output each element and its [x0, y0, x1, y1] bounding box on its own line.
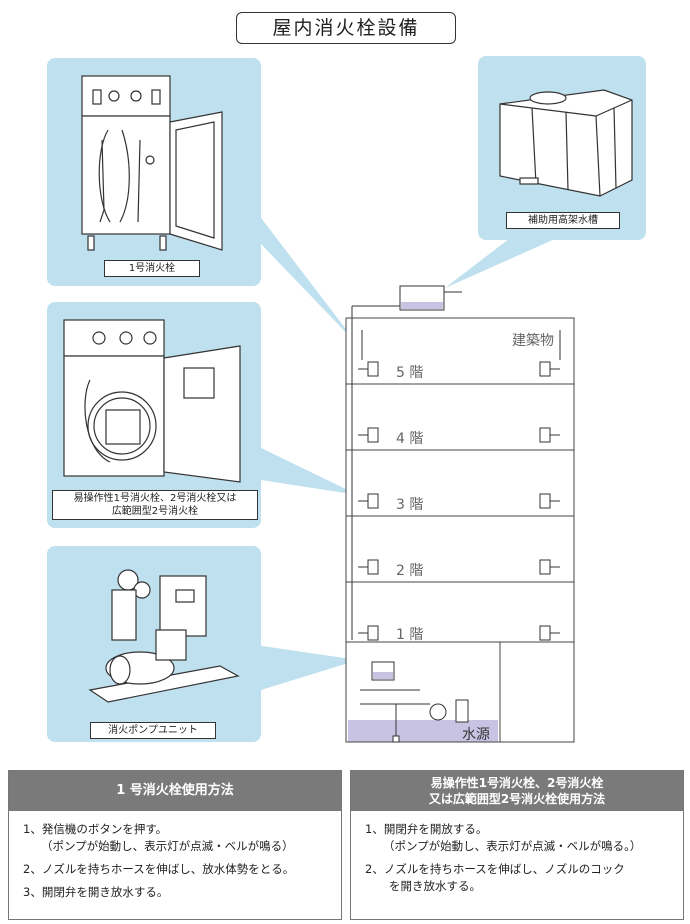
step-2-2: 2、ノズルを持ちホースを伸ばし、ノズルのコック: [365, 862, 625, 876]
step-1-1: 1、発信機のボタンを押す。: [23, 822, 168, 836]
step-1-1-note: （ポンプが始動し、表示灯が点滅・ベルが鳴る）: [41, 839, 294, 853]
page-title: 屋内消火栓設備: [236, 12, 456, 44]
tank: [499, 89, 633, 197]
callout-hydrant-easy: [255, 445, 358, 495]
callout-hydrant1: [255, 210, 358, 345]
section-easy-header-line2: 又は広範囲型2号消火栓使用方法: [428, 792, 606, 806]
section-easy-header-line1: 易操作性1号消火栓、2号消火栓: [430, 776, 604, 790]
section-easy-instructions: 易操作性1号消火栓、2号消火栓 又は広範囲型2号消火栓使用方法 1、開閉弁を開放…: [350, 770, 684, 920]
hydrant-easy-cabinet: [63, 319, 241, 483]
section-easy-header: 易操作性1号消火栓、2号消火栓 又は広範囲型2号消火栓使用方法: [351, 771, 683, 811]
floor-1-label: 1 階: [396, 627, 424, 643]
pump-room: [360, 661, 469, 743]
step-1-3: 3、開閉弁を開き放水する。: [23, 885, 169, 899]
pump-panel: [47, 546, 261, 742]
section-hydrant1-header: 1 号消火栓使用方法: [9, 771, 341, 811]
step-1-2: 2、ノズルを持ちホースを伸ばし、放水体勢をとる。: [23, 862, 295, 876]
callout-pump: [255, 645, 358, 690]
caption-hydrant-easy: 易操作性1号消火栓、2号消火栓又は 広範囲型2号消火栓: [52, 490, 258, 520]
water-source-fill: [348, 720, 498, 742]
section-hydrant1-body: 1、発信機のボタンを押す。 （ポンプが始動し、表示灯が点滅・ベルが鳴る） 2、ノ…: [9, 811, 341, 901]
pump-unit: [88, 569, 240, 703]
building-label: 建築物: [512, 333, 554, 349]
caption-pump: 消火ポンプユニット: [90, 722, 216, 739]
floor-2-label: 2 階: [396, 563, 424, 579]
hydrant-1-cabinet: [81, 75, 223, 251]
caption-hydrant-easy-line2: 広範囲型2号消火栓: [111, 506, 199, 517]
section-hydrant1-instructions: 1 号消火栓使用方法 1、発信機のボタンを押す。 （ポンプが始動し、表示灯が点滅…: [8, 770, 342, 920]
step-2-1-note: （ポンプが始動し、表示灯が点滅・ベルが鳴る。）: [383, 839, 642, 853]
floor-3-label: 3 階: [396, 497, 424, 513]
caption-tank: 補助用高架水槽: [506, 212, 620, 229]
section-easy-body: 1、開閉弁を開放する。 （ポンプが始動し、表示灯が点滅・ベルが鳴る。） 2、ノズ…: [351, 811, 683, 895]
floor-hydrants: [358, 361, 560, 641]
step-2-1: 1、開閉弁を開放する。: [365, 822, 488, 836]
step-2-2-cont: を開き放水する。: [389, 879, 481, 893]
caption-hydrant1: 1号消火栓: [104, 260, 200, 277]
caption-hydrant-easy-line1: 易操作性1号消火栓、2号消火栓又は: [73, 493, 237, 504]
floor-5-label: 5 階: [396, 365, 424, 381]
roof-piping: [351, 285, 561, 640]
water-source-label: 水源: [462, 727, 490, 743]
callout-tank: [445, 215, 575, 288]
floor-4-label: 4 階: [396, 431, 424, 447]
